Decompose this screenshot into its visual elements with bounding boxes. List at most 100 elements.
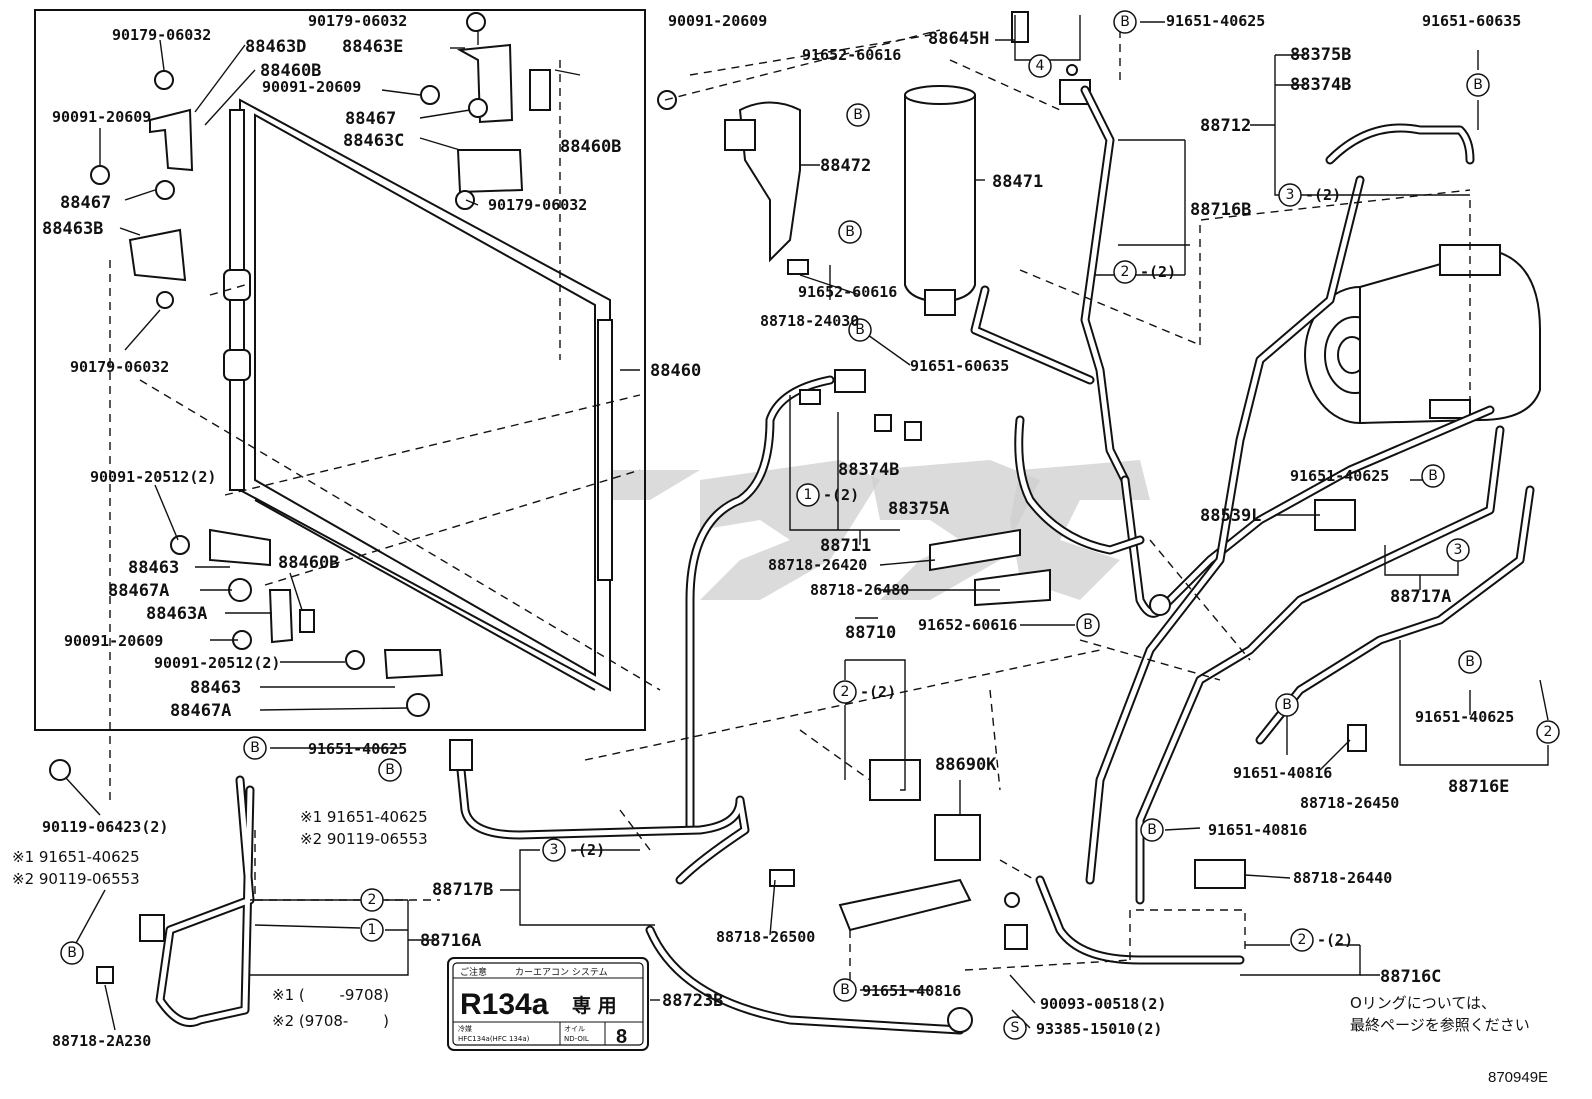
label-88463A: 88463A	[146, 604, 207, 624]
label-88718-26480: 88718-26480	[810, 581, 909, 599]
label-91651-40816-c: 91651-40816	[862, 982, 961, 1000]
footnote-line-2: 最終ページを参照ください	[1350, 1016, 1530, 1034]
bolts-and-nuts	[49, 12, 488, 781]
label-88463D: 88463D	[245, 37, 306, 57]
label-88463E: 88463E	[342, 37, 403, 57]
callout-B-12-text: B	[1147, 822, 1157, 838]
callout-B-2-text: B	[1473, 77, 1483, 93]
label-88710: 88710	[845, 623, 896, 643]
callout-2-e-qty: -(2)	[1317, 931, 1353, 949]
label-88460B-b: 88460B	[560, 137, 621, 157]
callout-B-3-text: B	[853, 107, 863, 123]
callout-B-3	[846, 103, 870, 127]
label-91651-60635-a: 91651-60635	[1422, 12, 1521, 30]
fittings-and-clamps	[96, 369, 1367, 1033]
callout-B-5	[848, 318, 872, 342]
label-88375A: 88375A	[888, 499, 949, 519]
callout-3-c-qty: -(2)	[569, 841, 605, 859]
label-91652-60616-c: 91652-60616	[918, 616, 1017, 634]
callout-2-b-text: 2	[841, 684, 850, 700]
callout-3-a-qty: -(2)	[1305, 186, 1341, 204]
label-88375B: 88375B	[1290, 45, 1351, 65]
label-90179-06032-a: 90179-06032	[112, 26, 211, 44]
callout-B-7-text: B	[1083, 617, 1093, 633]
label-88467-b: 88467	[60, 193, 111, 213]
label-88460: 88460	[650, 361, 701, 381]
leader-lines	[65, 15, 1549, 1031]
callout-B-1-text: B	[1120, 14, 1130, 30]
label-91651-40625-c: 91651-40625	[1415, 708, 1514, 726]
label-88690K: 88690K	[935, 755, 997, 775]
label-93385-15010: 93385-15010(2)	[1036, 1020, 1162, 1038]
footnote-line-1: Oリングについては、	[1350, 994, 1496, 1012]
callout-1-b	[360, 918, 384, 942]
label-90091-20609-a: 90091-20609	[262, 78, 361, 96]
callout-B-2	[1466, 73, 1490, 97]
ac-compressor	[1304, 244, 1541, 425]
callout-2-d-text: 2	[368, 892, 377, 908]
callout-B-9	[1275, 693, 1299, 717]
label-90091-20609-d: 90091-20609	[668, 12, 767, 30]
callout-B-5-text: B	[855, 322, 865, 338]
callout-B-13-text: B	[67, 945, 77, 961]
callout-1-a-text: 1	[804, 487, 813, 503]
label-90093-00518: 90093-00518(2)	[1040, 995, 1166, 1013]
callout-2-b-qty: -(2)	[860, 683, 896, 701]
label-88463B: 88463B	[42, 219, 103, 239]
callout-2-a-text: 2	[1121, 264, 1130, 280]
callout-B-6	[1421, 464, 1445, 488]
callout-3-b-text: 3	[1454, 542, 1463, 558]
label-88717A: 88717A	[1390, 587, 1451, 607]
callout-B-4	[838, 220, 862, 244]
callout-B-6-text: B	[1428, 468, 1438, 484]
callout-2-a-qty: -(2)	[1140, 263, 1176, 281]
callout-B-1	[1113, 10, 1137, 34]
callout-2-c	[1536, 720, 1560, 744]
label-88467A-a: 88467A	[108, 581, 169, 601]
oil-label: オイル	[564, 1025, 585, 1033]
condenser-assembly-frame	[34, 9, 646, 731]
callout-B-14-text: B	[840, 982, 850, 998]
callout-B-11-text: B	[385, 762, 395, 778]
callout-B-4-text: B	[845, 224, 855, 240]
refrigerant-exclusive: 専 用	[572, 995, 617, 1017]
label-90091-20609-c: 90091-20609	[64, 632, 163, 650]
label-88716B: 88716B	[1190, 200, 1251, 220]
callout-2-c-text: 2	[1544, 724, 1553, 740]
label-88711: 88711	[820, 536, 871, 556]
oil-number: 8	[616, 1026, 627, 1048]
oil-value: ND-OIL	[564, 1035, 589, 1043]
label-88463-b: 88463	[190, 678, 241, 698]
label-90179-06032-b: 90179-06032	[308, 12, 407, 30]
label-88718-24030: 88718-24030	[760, 312, 859, 330]
callout-B-11	[378, 758, 402, 782]
label-90091-20609-b: 90091-20609	[52, 108, 151, 126]
note-variant-1: ※1 91651-40625	[12, 848, 140, 866]
label-88718-26440: 88718-26440	[1293, 869, 1392, 887]
label-88460B-a: 88460B	[260, 61, 321, 81]
label-91651-40625-a: 91651-40625	[1166, 12, 1265, 30]
refrigerant-pipes	[155, 85, 1535, 1035]
label-90179-06032-c: 90179-06032	[488, 196, 587, 214]
part-labels: 90179-06032 88463D 88460B 90091-20609 90…	[12, 12, 1521, 1050]
label-91651-40625-d: 91651-40625	[308, 740, 407, 758]
label-88471: 88471	[992, 172, 1043, 192]
callout-2-a	[1113, 260, 1137, 284]
callout-B-7	[1076, 613, 1100, 637]
mounting-brackets	[128, 43, 551, 680]
callout-B-9-text: B	[1282, 697, 1292, 713]
label-91652-60616-a: 91652-60616	[802, 46, 901, 64]
note-range-2: ※2 (9708- )	[272, 1012, 389, 1030]
callout-1-a	[796, 483, 820, 507]
callout-3-a	[1278, 183, 1302, 207]
label-91651-40816-b: 91651-40816	[1208, 821, 1307, 839]
note-variant-2-b: ※2 90119-06553	[300, 830, 428, 848]
receiver-dryer	[904, 85, 976, 316]
warning-header-right: カーエアコン システム	[515, 967, 608, 978]
note-variant-1-b: ※1 91651-40625	[300, 808, 428, 826]
label-88374B-a: 88374B	[1290, 75, 1351, 95]
refrigerant-kind-value: HFC134a(HFC 134a)	[458, 1035, 530, 1043]
callout-S	[1003, 1016, 1027, 1040]
callout-B-10-text: B	[250, 740, 260, 756]
